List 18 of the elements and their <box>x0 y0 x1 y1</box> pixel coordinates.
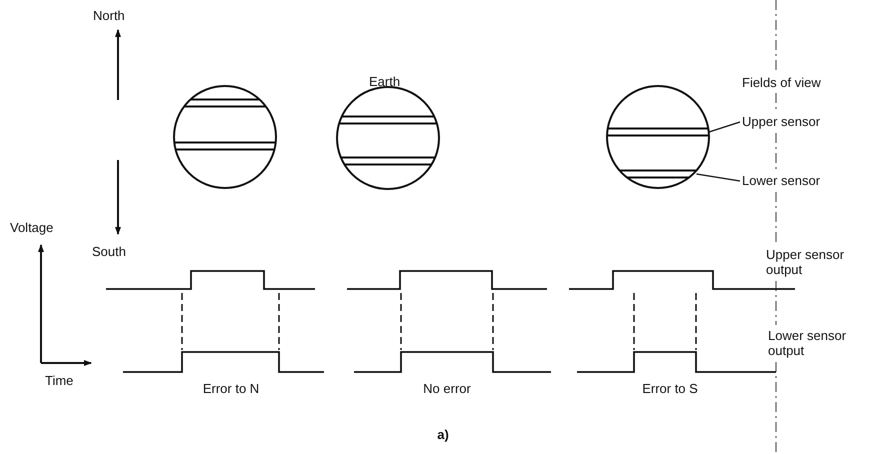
signal-label: Upper sensor output <box>766 247 846 277</box>
sensor-strip <box>620 170 696 178</box>
axis-label: Voltage <box>10 220 54 235</box>
figure-caption: a) <box>437 427 449 442</box>
object-label: Earth <box>369 74 400 89</box>
axis-label: Time <box>45 373 74 388</box>
direction-label: North <box>93 8 125 23</box>
waveform-caption: Error to N <box>202 381 260 396</box>
leader-line <box>696 173 740 182</box>
sensor-label: Lower sensor <box>742 173 820 188</box>
heading-label: Fields of view <box>742 75 821 90</box>
sensor-strip <box>607 128 709 136</box>
waveform-caption: No error <box>423 381 471 396</box>
signal-label: Lower sensor output <box>768 328 848 358</box>
leader-line <box>708 121 740 133</box>
direction-label: South <box>92 244 126 259</box>
waveform-caption: Error to S <box>642 381 698 396</box>
sensor-label: Upper sensor <box>742 114 820 129</box>
